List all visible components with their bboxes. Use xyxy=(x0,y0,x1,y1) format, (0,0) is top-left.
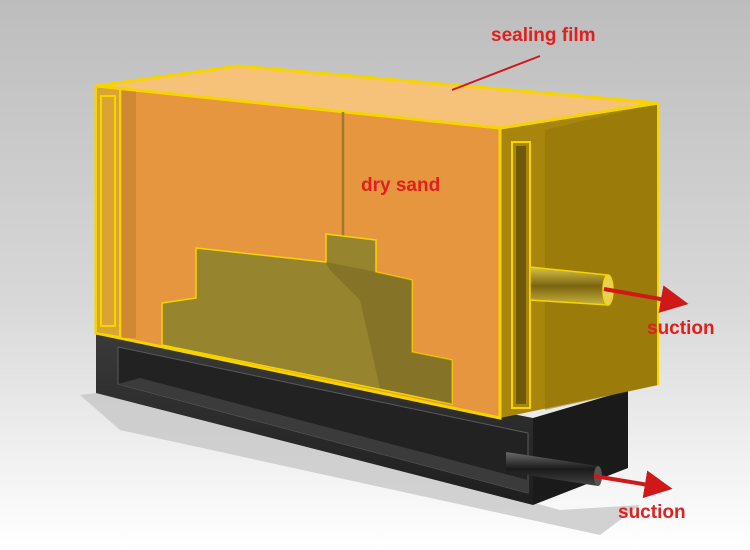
base-cavity-floor xyxy=(118,378,528,493)
lower-suction-pipe xyxy=(506,452,598,486)
lower-suction-arrow xyxy=(593,470,673,499)
lower-suction-label: suction xyxy=(618,502,686,523)
left-wall xyxy=(95,84,121,339)
side-channel-inner xyxy=(516,146,526,404)
left-inner-wall xyxy=(122,90,136,338)
top-edge-highlight xyxy=(119,87,501,129)
casting-pattern xyxy=(161,233,453,405)
pattern-shading xyxy=(326,262,452,404)
side-top-edge xyxy=(499,101,659,130)
upper-suction-label: suction xyxy=(647,318,715,339)
upper-suction-arrow xyxy=(603,285,689,313)
sealing-film-label: sealing film xyxy=(491,25,596,46)
floor-shadow xyxy=(80,390,640,535)
dry-sand-label: dry sand xyxy=(361,175,441,196)
left-channel-slot xyxy=(100,95,116,327)
sealing-film-pointer xyxy=(451,55,541,91)
flask-side-wall-shade xyxy=(545,103,658,410)
